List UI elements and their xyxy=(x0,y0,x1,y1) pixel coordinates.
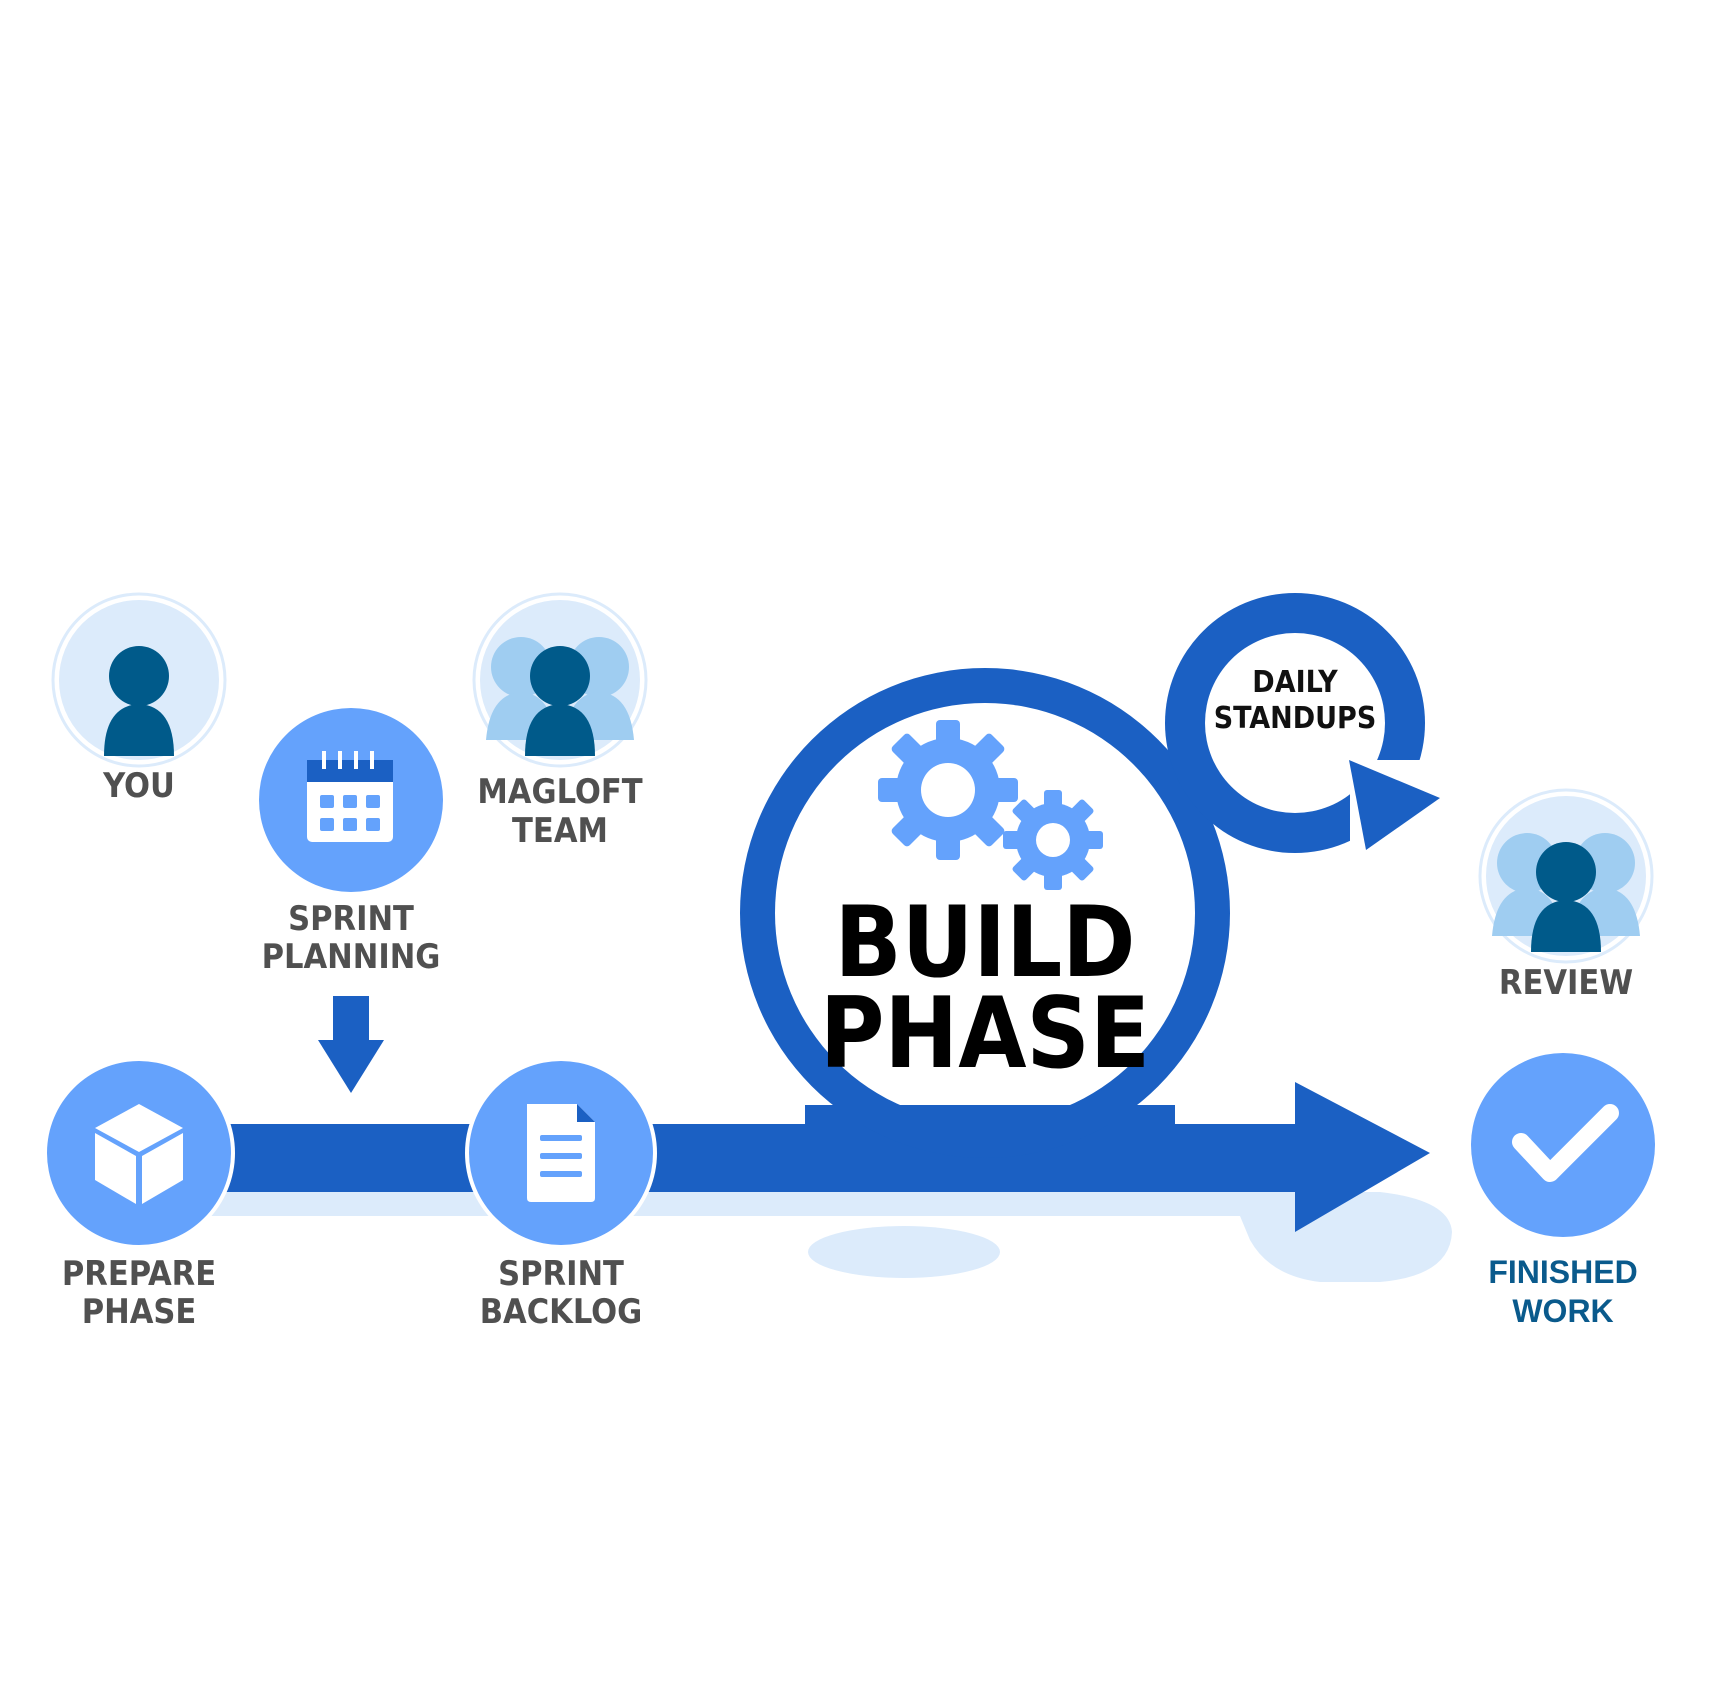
person-icon xyxy=(104,646,174,756)
daily-standups-label-line2: STANDUPS xyxy=(1214,701,1377,736)
sprint-planning-down-arrow xyxy=(318,996,384,1093)
sprint-backlog-node xyxy=(465,1057,657,1249)
magloft-team-label-line1: MAGLOFT xyxy=(477,772,642,812)
build-phase-title-line2: PHASE xyxy=(820,977,1150,1091)
daily-standups-arrowhead xyxy=(1349,760,1440,850)
team-icon xyxy=(1492,833,1640,952)
you-label: YOU xyxy=(102,766,175,806)
finished-work-label-line1: FINISHED xyxy=(1488,1254,1637,1290)
cube-icon xyxy=(95,1104,183,1204)
magloft-team-label-line2: TEAM xyxy=(512,811,608,851)
sprint-planning-label-line1: SPRINT xyxy=(288,899,414,939)
track-shadow xyxy=(205,1192,1452,1282)
build-phase-title-line1: BUILD xyxy=(835,886,1136,1000)
finished-work-label-line2: WORK xyxy=(1512,1293,1613,1329)
document-icon xyxy=(527,1104,595,1202)
prepare-phase-node xyxy=(43,1057,235,1249)
magloft-team-avatar xyxy=(472,592,648,768)
gears-icon xyxy=(878,720,1103,890)
calendar-icon xyxy=(307,751,393,842)
prepare-phase-label-line2: PHASE xyxy=(82,1292,197,1332)
you-avatar xyxy=(51,592,227,768)
main-track xyxy=(225,1124,1325,1192)
review-label: REVIEW xyxy=(1499,963,1633,1003)
daily-standups-label-line1: DAILY xyxy=(1252,665,1338,700)
large-gear-icon xyxy=(878,720,1018,860)
prepare-phase-label-line1: PREPARE xyxy=(62,1254,216,1294)
sprint-planning-node xyxy=(259,708,443,892)
sprint-backlog-label-line2: BACKLOG xyxy=(480,1292,643,1332)
sprint-backlog-label-line1: SPRINT xyxy=(498,1254,624,1294)
finished-work-node xyxy=(1471,1053,1655,1237)
small-gear-icon xyxy=(1003,790,1103,890)
daily-standups-arrow xyxy=(1165,593,1440,860)
sprint-planning-label-line2: PLANNING xyxy=(262,937,441,977)
checkmark-icon xyxy=(1512,1104,1619,1182)
review-avatar xyxy=(1478,788,1654,964)
team-icon xyxy=(486,637,634,756)
